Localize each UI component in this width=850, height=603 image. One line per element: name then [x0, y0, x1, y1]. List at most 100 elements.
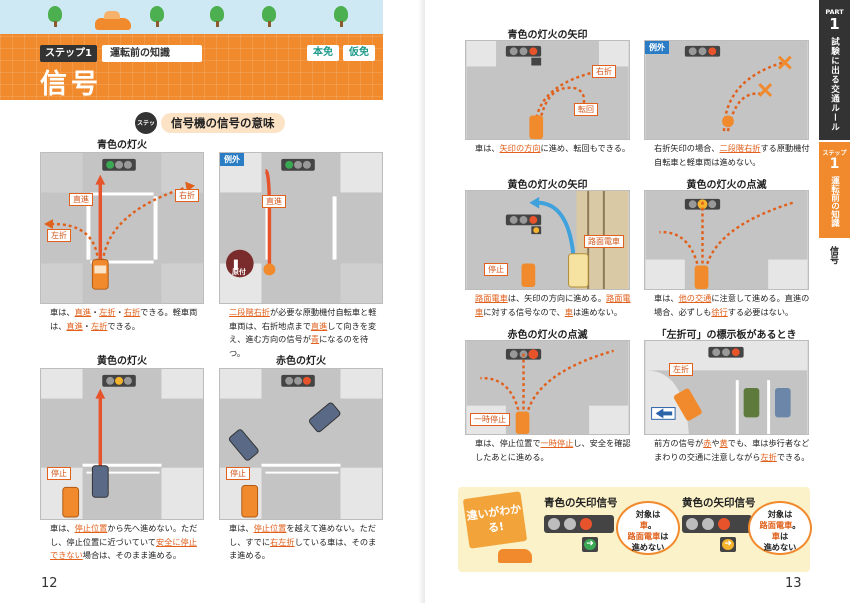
part-label: PART — [825, 8, 844, 16]
caption-text: できる。 — [776, 451, 810, 462]
panel-title: 青色の灯火 — [97, 140, 147, 151]
caption-text: し、安全を確認したあとに進める。 — [475, 438, 631, 462]
caption-text: 車は、 — [50, 523, 75, 533]
summary-yellow-bubble: 対象は路面電車。車は進めない — [748, 501, 812, 555]
caption-text: から先へ進めない。ただし、停止位置に近づいていて — [50, 523, 198, 547]
step-badge: ステップ1 — [40, 45, 97, 62]
part-number: 1 — [829, 15, 840, 33]
illustration-green-exception: 例外 直進 原付 — [219, 152, 383, 304]
illustration-green-light: 直進 右折 左折 — [40, 152, 204, 304]
car-icon — [95, 11, 131, 30]
direction-tag: 左折 — [669, 363, 693, 376]
step-number: 1 — [829, 156, 840, 172]
stop-tag: 停止 — [47, 467, 71, 480]
caption-text: が必要な原動機付自転車と軽車両は、右折地点まで — [229, 307, 377, 331]
bubble-text: 対象は — [635, 509, 661, 519]
caption-text: は、矢印の方向に進める。 — [507, 293, 607, 303]
section-heading: ステップ 信号機の信号の意味 — [135, 112, 285, 150]
caption: 右折矢印の場合、二段階右折する原動機付自転車と軽車両は進めない。 — [654, 142, 810, 169]
illustration-left-turn-permitted: 左折 — [644, 340, 809, 435]
caption-text: 車は、 — [654, 293, 679, 303]
bubble-text: は — [780, 531, 789, 541]
caption-keyword: 青 — [310, 334, 320, 344]
page-header: ステップ1 運転前の知識 本免 仮免 信号 — [0, 0, 383, 100]
part-tab: PART 1 試験に出る交通ルール — [819, 0, 850, 140]
caption-text: できる。軽車両は、 — [50, 307, 198, 331]
panel-title: 黄色の灯火の矢印 — [507, 180, 588, 191]
caption-keyword: 安全に停止できない — [50, 536, 197, 561]
page-number: 13 — [785, 576, 802, 591]
panel-title: 「左折可」の標示板があるとき — [656, 330, 797, 341]
caption-text: は進めない。 — [572, 306, 623, 317]
caption-keyword: 車 — [564, 306, 573, 317]
caption-text: 車は、 — [50, 307, 75, 317]
illustration-red-flashing: 一時停止 — [465, 340, 630, 435]
panel-title: 赤色の灯火 — [276, 356, 326, 367]
bubble-text: 。 — [792, 520, 801, 530]
caption-keyword: 他の交通 — [678, 293, 712, 303]
direction-tag: 右折 — [175, 189, 199, 202]
bubble-text: 進めない — [631, 542, 665, 552]
caption: 車は、停止位置で一時停止し、安全を確認したあとに進める。 — [475, 437, 631, 464]
caption-text: して向きを変え、進む方向の信号が — [229, 320, 377, 345]
section-title: 信号機の信号の意味 — [161, 113, 285, 133]
step-icon-label: ステップ — [136, 120, 155, 150]
summary-yellow-title: 黄色の矢印信号 — [682, 497, 756, 509]
stop-tag: 一時停止 — [470, 413, 510, 426]
summary-green-title: 青色の矢印信号 — [544, 497, 618, 509]
caption-keyword: 直進 — [74, 307, 91, 317]
caption-text: でも、車は歩行者などまわりの交通に注意しながら — [654, 438, 810, 462]
direction-tag: 直進 — [69, 193, 93, 206]
direction-tag: 右折 — [592, 65, 616, 78]
caption-keyword: 路面電車 — [475, 293, 508, 303]
yellow-arrow-icon: ➜ — [720, 537, 736, 552]
license-badge-main: 本免 — [307, 45, 339, 61]
exception-label: 例外 — [220, 153, 244, 166]
caption-keyword: 黄 — [719, 438, 728, 448]
caption: 車は、矢印の方向に進め、転回もできる。 — [475, 142, 631, 156]
tree-icon — [262, 6, 276, 27]
page-title: 信号 — [40, 69, 102, 100]
caption-text: を越えて進めない。ただし、すでに — [229, 523, 376, 547]
caption-text: に注意して進める。直進の場合、必ずしも — [654, 293, 810, 317]
illustration-green-arrow-exception: 例外 — [644, 40, 809, 140]
caption-keyword: 右折 — [123, 307, 141, 317]
caption-text: できる。 — [107, 320, 140, 331]
caption-text: に進め、転回もできる。 — [540, 143, 631, 153]
caption: 車は、停止位置を越えて進めない。ただし、すでに右左折している車は、そのまま進める… — [229, 522, 383, 563]
direction-tag: 転回 — [574, 103, 598, 116]
caption-text: している車は、そのまま進める。 — [229, 536, 377, 561]
green-arrow-icon: ➜ — [582, 537, 598, 552]
left-page: ステップ1 運転前の知識 本免 仮免 信号 ステップ 信号機の信号の意味 青色の… — [0, 0, 383, 591]
caption-text: 車は、 — [475, 143, 500, 153]
stop-tag: 停止 — [484, 263, 508, 276]
bubble-keyword: 車 — [639, 520, 648, 530]
caption-keyword: 矢印の方向 — [499, 143, 541, 153]
caption-text: 前方の信号が — [654, 438, 704, 448]
illustration-red-light: 停止 — [219, 368, 383, 520]
caption: 車は、他の交通に注意して進める。直進の場合、必ずしも徐行する必要はない。 — [654, 292, 810, 319]
panel-title: 黄色の灯火 — [97, 356, 147, 367]
step-tab: ステップ 1 運転前の知識 — [819, 142, 850, 238]
caption-keyword: 左折 — [90, 320, 108, 331]
caption: 二段階右折が必要な原動機付自転車と軽車両は、右折地点まで直進して向きを変え、進む… — [229, 306, 381, 360]
caption-keyword: 直進 — [66, 320, 83, 331]
caption: 車は、停止位置から先へ進めない。ただし、停止位置に近づいていて安全に停止できない… — [50, 522, 204, 563]
caption-keyword: 二段階右折 — [229, 307, 270, 317]
caption-text: する必要はない。 — [727, 306, 794, 317]
caption: 前方の信号が赤や黄でも、車は歩行者などまわりの交通に注意しながら左折できる。 — [654, 437, 810, 464]
tree-icon — [210, 6, 224, 27]
caption-text: に対する信号なので、 — [483, 306, 565, 317]
direction-tag: 左折 — [47, 229, 71, 242]
step-icon: ステップ — [135, 112, 157, 150]
bubble-text: 進めない — [763, 542, 797, 552]
bubble-keyword: 車 — [771, 531, 780, 541]
yellow-arrow-signal-icon — [682, 515, 752, 533]
step-tab-title: 運転前の知識 — [829, 176, 840, 227]
step-title: 運転前の知識 — [102, 45, 202, 62]
caption-keyword: 停止位置 — [253, 523, 287, 533]
caption-text: ・ — [115, 307, 124, 317]
license-badge-provisional: 仮免 — [343, 45, 375, 61]
caption-keyword: 直進 — [310, 320, 328, 331]
